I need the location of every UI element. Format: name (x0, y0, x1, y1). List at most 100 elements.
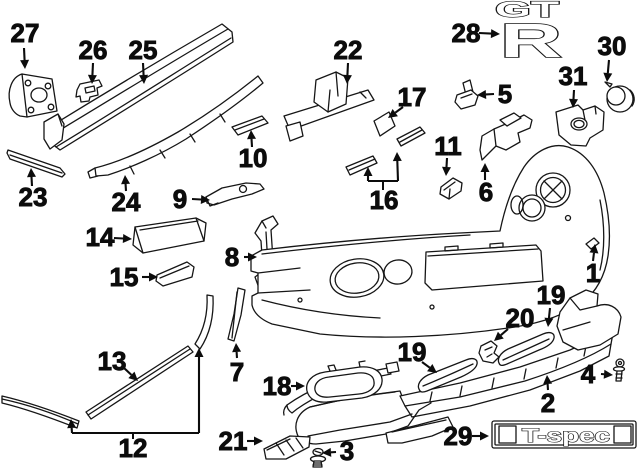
part-3-screw (309, 447, 327, 468)
linework (87, 348, 191, 416)
callout-24: 24 (111, 175, 141, 217)
callout-arrowhead (388, 109, 398, 118)
linework (285, 121, 304, 142)
linework (234, 118, 265, 131)
fascia-center-boxes (385, 416, 454, 444)
callout-number: 22 (334, 35, 363, 65)
callout-line (123, 367, 133, 376)
callout-16: 16 (363, 152, 402, 215)
linework (314, 450, 322, 454)
linework (132, 217, 207, 254)
callout-number: 14 (86, 222, 115, 252)
linework (454, 89, 479, 110)
callout-number: 17 (398, 82, 427, 112)
linework (385, 416, 454, 444)
callout-number: 20 (506, 303, 535, 333)
callout-line (346, 62, 350, 76)
linework (484, 346, 493, 358)
linework (257, 267, 381, 319)
linework (75, 79, 103, 103)
part-27-bracket-plate (8, 73, 58, 118)
callout-arrowhead (254, 436, 263, 446)
linework (582, 105, 597, 121)
callout-22: 22 (333, 35, 363, 84)
linework (312, 462, 323, 466)
callout-line (606, 59, 611, 74)
linework (134, 217, 205, 254)
linework (599, 199, 605, 271)
callout-11: 11 (434, 131, 462, 176)
callout-arrowhead (589, 244, 599, 254)
callout-30: 30 (597, 31, 627, 82)
callout-arrowhead (122, 234, 132, 243)
linework (564, 214, 572, 222)
callout-arrowhead (87, 74, 97, 84)
callout-arrowhead (490, 29, 500, 39)
linework (493, 128, 497, 147)
callout-number: 1 (586, 258, 600, 288)
callout-4: 4 (580, 359, 613, 389)
callout-number: 5 (498, 79, 512, 109)
callout-27: 27 (10, 18, 40, 69)
linework (502, 338, 550, 361)
part-13-moulding-center (85, 345, 194, 420)
part-16-strips (345, 126, 426, 176)
callout-line (113, 236, 124, 240)
callout-28: 28 (451, 18, 500, 48)
part-2-lower-diffuser (399, 328, 614, 418)
part-24-lower-rail (87, 75, 264, 179)
part-29-tspec-badge: T-spec (491, 420, 637, 449)
part-6-bracket (479, 112, 533, 161)
linework (46, 23, 234, 151)
linework (613, 425, 632, 444)
callout-arrowhead (149, 272, 158, 282)
linework (261, 234, 471, 255)
callout-number: 9 (173, 184, 187, 214)
linework (30, 87, 48, 103)
linework (373, 111, 396, 137)
linework (615, 373, 623, 379)
callout-number: 11 (434, 131, 462, 161)
callout-arrowhead (543, 375, 553, 385)
part-17-pad (373, 111, 396, 137)
linework (313, 71, 349, 113)
callout-line (591, 252, 595, 262)
linework (57, 113, 63, 127)
part-12-moulding-left (1, 395, 80, 429)
callout-arrowhead (200, 195, 210, 204)
linework (429, 304, 435, 310)
part-20-clip (478, 340, 500, 364)
linework (297, 297, 303, 303)
callout-line (478, 31, 492, 35)
part-28-gtr-emblem: GT R (494, 0, 562, 69)
callout-arrowhead (569, 98, 578, 108)
callout-21: 21 (218, 426, 263, 456)
callout-arrowhead (296, 381, 305, 391)
linework (629, 89, 635, 107)
part-9-bracket (205, 182, 265, 207)
callout-20: 20 (494, 303, 535, 341)
linework (539, 176, 567, 204)
callout-line (394, 106, 404, 114)
linework (606, 86, 626, 106)
linework (615, 358, 625, 368)
linework (327, 360, 366, 372)
linework (562, 297, 598, 331)
linework (556, 289, 622, 351)
linework (404, 343, 612, 418)
linework (238, 184, 248, 194)
part-31-sensor-bracket (555, 104, 605, 147)
callout-number: 28 (452, 18, 481, 48)
callout-number: 19 (398, 337, 427, 367)
callout-arrowhead (121, 175, 131, 185)
part-10-strip (231, 115, 269, 136)
linework (94, 75, 264, 177)
part-4-screw (612, 358, 626, 382)
callout-5: 5 (477, 79, 513, 109)
part-19-reflector-right (497, 331, 555, 367)
callout-15: 15 (109, 262, 158, 292)
tspec-badge-text: T-spec (522, 426, 611, 447)
linework (444, 242, 504, 252)
callout-arrowhead (477, 89, 487, 99)
